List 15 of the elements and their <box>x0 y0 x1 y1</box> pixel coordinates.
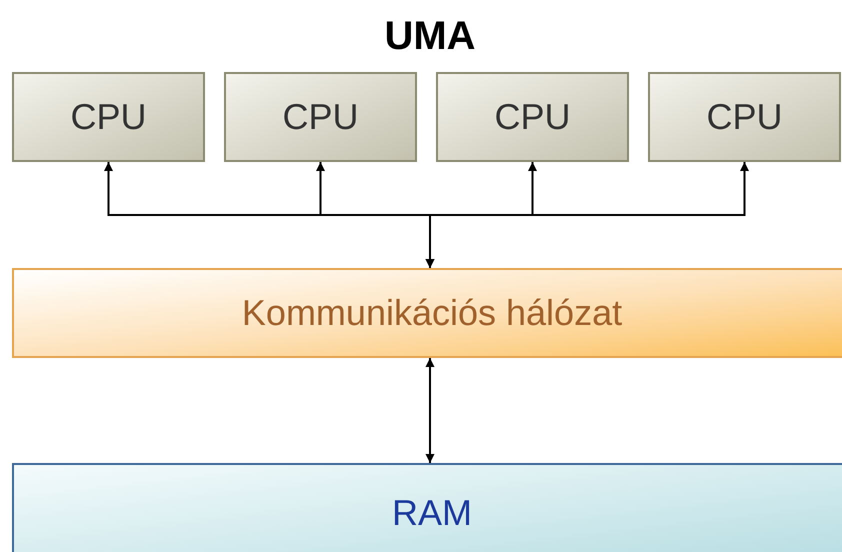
node-label: RAM <box>392 492 472 534</box>
cpu-box <box>648 72 841 162</box>
connector-arrow <box>426 162 749 268</box>
node-label: CPU <box>494 96 570 138</box>
node-label: CPU <box>706 96 782 138</box>
network-box <box>12 268 842 358</box>
cpu-box <box>224 72 417 162</box>
node-label: Kommunikációs hálózat <box>242 292 622 334</box>
diagram-title: UMA <box>383 13 477 60</box>
cpu-box <box>436 72 629 162</box>
node-label: CPU <box>70 96 146 138</box>
connector-arrow <box>426 358 434 463</box>
node-label: CPU <box>282 96 358 138</box>
memory-box <box>12 463 842 552</box>
cpu-box <box>12 72 205 162</box>
